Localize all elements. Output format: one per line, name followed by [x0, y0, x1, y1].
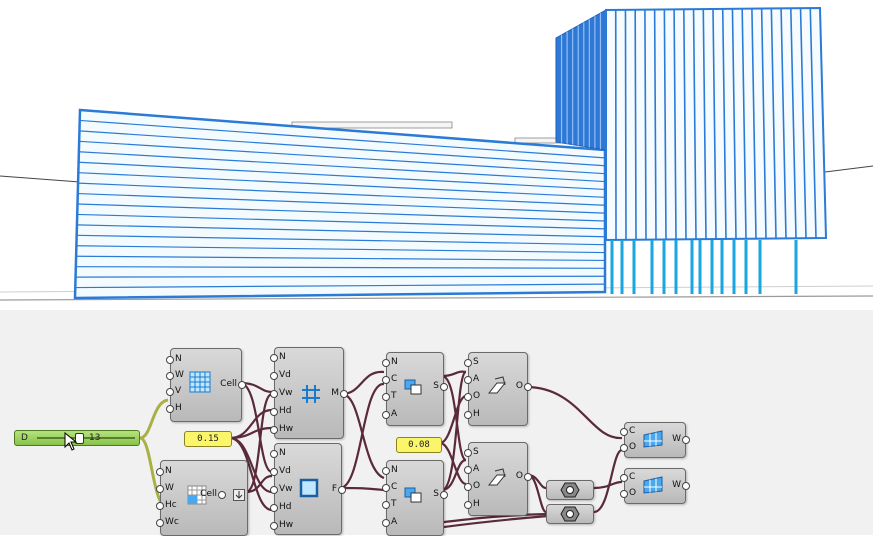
port-S[interactable]: S — [465, 447, 479, 457]
port-M[interactable]: M — [331, 388, 347, 398]
building-model — [0, 0, 873, 310]
port-O[interactable]: O — [516, 381, 531, 391]
port-A[interactable]: A — [465, 374, 479, 384]
port-Vw[interactable]: Vw — [271, 484, 293, 494]
slider-label: D — [21, 431, 28, 445]
slider-value: 13 — [89, 431, 100, 445]
merge-component-top[interactable] — [546, 480, 594, 500]
port-A[interactable]: A — [383, 409, 397, 419]
frame-icon — [299, 478, 319, 498]
port-Wc[interactable]: Wc — [157, 517, 179, 527]
wall-component-top[interactable]: C O W — [624, 422, 686, 458]
port-Hw[interactable]: Hw — [271, 520, 293, 530]
port-Vd[interactable]: Vd — [271, 466, 291, 476]
hexagon-icon — [560, 482, 580, 498]
port-W[interactable]: W — [167, 370, 184, 380]
orient-icon — [487, 467, 507, 487]
port-H[interactable]: H — [465, 409, 480, 419]
port-S[interactable]: S — [433, 381, 447, 391]
swap-icon — [403, 485, 423, 505]
port-N[interactable]: N — [157, 466, 172, 476]
panel-015[interactable]: 0.15 — [184, 431, 232, 447]
port-C[interactable]: C — [383, 374, 397, 384]
port-N[interactable]: N — [167, 354, 182, 364]
port-N[interactable]: N — [271, 448, 286, 458]
grid-icon — [189, 371, 211, 393]
grasshopper-canvas[interactable]: D 13 0.15 0.08 N W V H Cell N W Hc Wc Ce… — [0, 310, 873, 535]
port-A[interactable]: A — [465, 464, 479, 474]
port-Vd[interactable]: Vd — [271, 370, 291, 380]
port-W[interactable]: W — [157, 483, 174, 493]
mouse-cursor-icon — [64, 432, 80, 452]
port-H[interactable]: H — [167, 403, 182, 413]
slider-track[interactable] — [37, 437, 135, 439]
port-cell[interactable]: Cell — [220, 379, 245, 389]
port-Hd[interactable]: Hd — [271, 502, 291, 512]
port-W[interactable]: W — [672, 480, 689, 490]
port-C[interactable]: C — [621, 472, 635, 482]
port-F[interactable]: F — [332, 484, 345, 494]
port-O[interactable]: O — [621, 488, 636, 498]
swap-component-bottom[interactable]: N C T A S — [386, 460, 444, 536]
orient-component-top[interactable]: S A O H O — [468, 352, 528, 426]
port-T[interactable]: T — [383, 391, 397, 401]
port-Hw[interactable]: Hw — [271, 424, 293, 434]
port-T[interactable]: T — [383, 499, 397, 509]
port-N[interactable]: N — [383, 465, 398, 475]
hexagon-icon — [560, 506, 580, 522]
orient-icon — [487, 375, 507, 395]
curtain-wall-icon — [643, 476, 663, 494]
port-N[interactable]: N — [383, 357, 398, 367]
port-Vw[interactable]: Vw — [271, 388, 293, 398]
rectangular-grid-top[interactable]: N W V H Cell — [170, 348, 242, 422]
port-Hd[interactable]: Hd — [271, 406, 291, 416]
port-O[interactable]: O — [516, 471, 531, 481]
swap-icon — [403, 377, 423, 397]
swap-component-top[interactable]: N C T A S — [386, 352, 444, 426]
port-S[interactable]: S — [433, 489, 447, 499]
curtain-wall-icon — [643, 430, 663, 448]
port-H[interactable]: H — [465, 499, 480, 509]
port-A[interactable]: A — [383, 517, 397, 527]
port-cell[interactable]: Cell — [200, 489, 225, 499]
port-S[interactable]: S — [465, 357, 479, 367]
mullion-component[interactable]: N Vd Vw Hd Hw M — [274, 347, 344, 439]
port-N[interactable]: N — [271, 352, 286, 362]
frame-component[interactable]: N Vd Vw Hd Hw F — [274, 443, 342, 535]
port-C[interactable]: C — [383, 482, 397, 492]
port-C[interactable]: C — [621, 426, 635, 436]
port-O[interactable]: O — [465, 481, 480, 491]
mullion-icon — [301, 384, 321, 404]
wall-component-bottom[interactable]: C O W — [624, 468, 686, 504]
merge-component-bottom[interactable] — [546, 504, 594, 524]
port-O[interactable]: O — [465, 391, 480, 401]
port-V[interactable]: V — [167, 386, 181, 396]
panel-008[interactable]: 0.08 — [396, 437, 442, 453]
rectangular-grid-bottom[interactable]: N W Hc Wc Cell — [160, 460, 248, 536]
port-Hc[interactable]: Hc — [157, 500, 177, 510]
port-O[interactable]: O — [621, 442, 636, 452]
port-W[interactable]: W — [672, 434, 689, 444]
down-arrow-icon — [233, 489, 245, 501]
rhino-viewport[interactable] — [0, 0, 873, 310]
orient-component-bottom[interactable]: S A O H O — [468, 442, 528, 516]
